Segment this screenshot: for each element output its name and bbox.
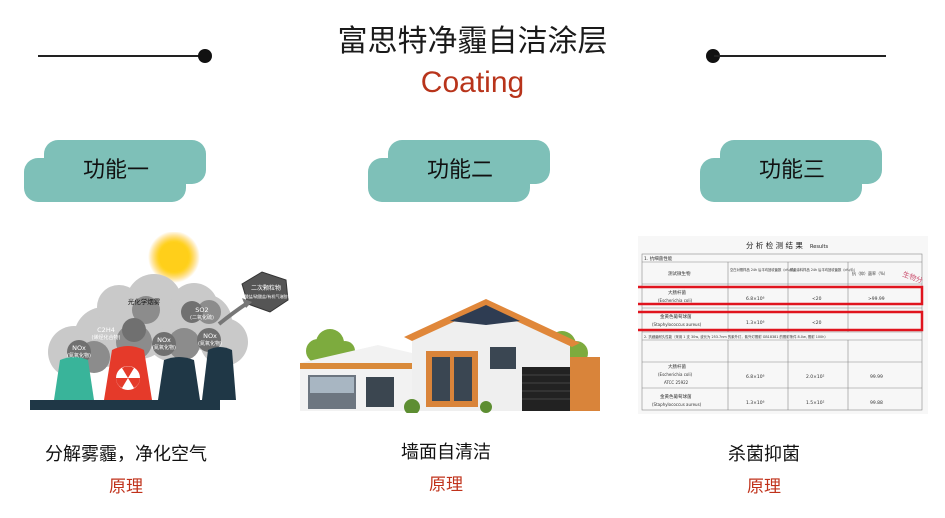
feature-2-badge: 功能二 bbox=[368, 140, 552, 204]
label-nox-2-note: (氮氧化物) bbox=[152, 344, 176, 351]
feature-3-badge: 功能三 bbox=[700, 140, 884, 204]
feature-3-badge-label: 功能三 bbox=[758, 158, 825, 183]
report-title-en: Results bbox=[810, 244, 828, 250]
row3-rate: 99.99 bbox=[870, 374, 883, 380]
row4-control: 1.3×10⁶ bbox=[746, 400, 765, 406]
row3-sample: 2.0×10² bbox=[806, 374, 825, 380]
label-nox-3-note: (氮氧化物) bbox=[198, 340, 222, 347]
house-illustration bbox=[300, 299, 600, 413]
label-nox-1-note: (氮氧化物) bbox=[67, 352, 91, 359]
feature-1-badge-label: 功能一 bbox=[82, 158, 149, 183]
label-nox-1: NOx bbox=[72, 344, 86, 352]
col-control: 空白对照样品 24h 后平均回收菌数（cfu/片） bbox=[730, 267, 797, 272]
page-subtitle: Coating bbox=[420, 66, 525, 99]
label-photochemical-smog: 光化学烟雾 bbox=[128, 297, 161, 306]
col-rate: 抗（抑）菌率（%） bbox=[852, 270, 888, 276]
label-nox-2: NOx bbox=[157, 336, 171, 344]
report-section-1: 1. 抗细菌性能 bbox=[644, 255, 673, 262]
row3-name: 大肠杆菌 bbox=[668, 363, 686, 370]
label-c2h4-note: (烯烃化合物) bbox=[92, 334, 121, 341]
row2-latin: (Staphylococcus aureus) bbox=[652, 322, 702, 327]
feature-3-principle-link[interactable]: 原理 bbox=[747, 477, 781, 497]
label-nox-3: NOx bbox=[203, 332, 217, 340]
label-so2-note: (二氧化硫) bbox=[190, 314, 214, 321]
row4-rate: 99.88 bbox=[870, 400, 883, 406]
lab-report-image: 分 析 检 测 结 果 Results 1. 抗细菌性能 测试微生物 空白对照样… bbox=[638, 236, 928, 414]
row4-sample: 1.5×10² bbox=[806, 400, 825, 406]
col-microbe: 测试微生物 bbox=[668, 270, 691, 277]
page-title: 富思特净霾自洁涂层 bbox=[337, 24, 608, 59]
label-secondary-particles-note: (硝酸盐/硫酸盐/有机气溶胶等) bbox=[239, 293, 293, 299]
row1-control: 6.8×10⁶ bbox=[746, 296, 765, 302]
left-divider-line bbox=[38, 55, 204, 57]
feature-2-principle-link[interactable]: 原理 bbox=[429, 475, 463, 495]
label-secondary-particles: 二次颗粒物 bbox=[251, 284, 281, 292]
row4-name: 金黄色葡萄球菌 bbox=[660, 393, 692, 400]
row2-name: 金黄色葡萄球菌 bbox=[660, 313, 692, 320]
row1-rate: >99.99 bbox=[868, 296, 885, 302]
feature-3-caption: 杀菌抑菌 bbox=[728, 444, 800, 465]
row3-control: 6.8×10⁶ bbox=[746, 374, 765, 380]
row2-control: 1.3×10⁶ bbox=[746, 320, 765, 326]
highlight-box-row1 bbox=[638, 285, 924, 306]
feature-2-badge-label: 功能二 bbox=[426, 158, 493, 183]
label-so2: SO2 bbox=[195, 306, 208, 314]
report-section-2: 2. 抗细菌耐久性能（采用 1 支 30w, 波长为 253.7nm 的紫外灯，… bbox=[644, 334, 828, 339]
left-divider-dot bbox=[198, 49, 212, 63]
col-sample: 抗菌涂料样品 24h 后平均回收菌数（cfu/片） bbox=[790, 267, 857, 272]
right-divider-line bbox=[714, 55, 886, 57]
highlight-box-row2 bbox=[638, 310, 924, 332]
row1-latin: (Escherichia coli) bbox=[658, 298, 693, 303]
report-title: 分 析 检 测 结 果 bbox=[746, 240, 803, 250]
feature-1-badge: 功能一 bbox=[24, 140, 208, 204]
factory-smog-illustration: 光化学烟雾 C2H4 (烯烃化合物) SO2 (二氧化硫) NOx (氮氧化物)… bbox=[30, 232, 293, 410]
row2-sample: <20 bbox=[812, 320, 822, 326]
row3-latin: (Escherichia coli) bbox=[658, 372, 693, 377]
row1-name: 大肠杆菌 bbox=[668, 289, 686, 296]
right-divider-dot bbox=[706, 49, 720, 63]
row4-latin: (Staphylococcus aureus) bbox=[652, 402, 702, 407]
row1-sample: <20 bbox=[812, 296, 822, 302]
label-c2h4: C2H4 bbox=[97, 326, 115, 334]
feature-2-caption: 墙面自清洁 bbox=[401, 442, 491, 463]
feature-1-caption: 分解雾霾，净化空气 bbox=[45, 444, 207, 465]
feature-1-principle-link[interactable]: 原理 bbox=[109, 477, 143, 497]
row3-atcc: ATCC 25922 bbox=[664, 380, 689, 385]
